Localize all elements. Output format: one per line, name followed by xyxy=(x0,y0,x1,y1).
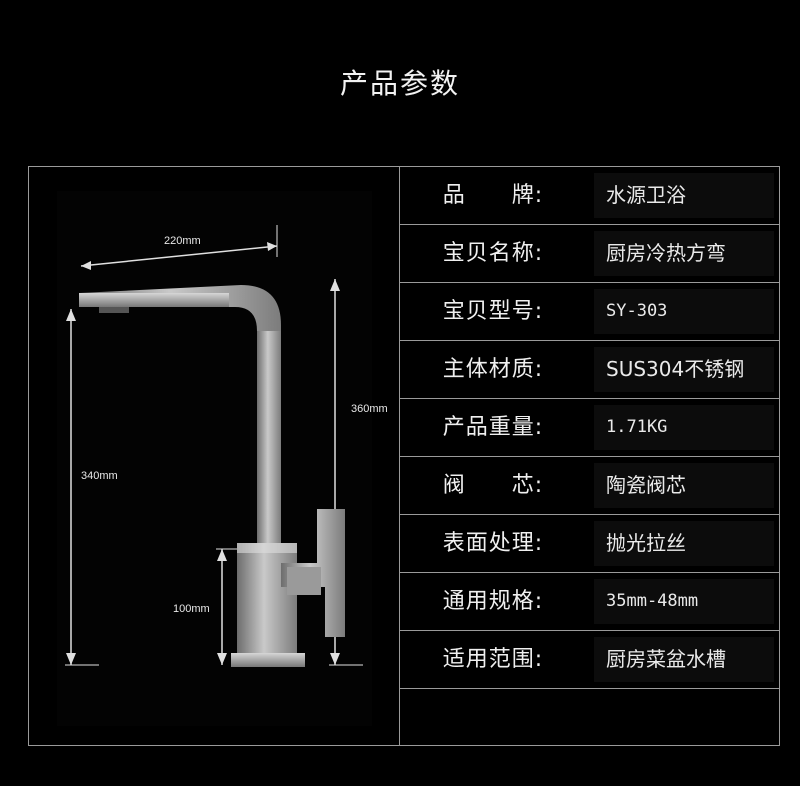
spec-label: 宝贝名称: xyxy=(442,241,544,266)
spec-value: 1.71KG xyxy=(594,405,774,450)
faucet-illustration xyxy=(57,191,372,726)
spec-row-brand: 品 牌: 水源卫浴 xyxy=(399,167,780,225)
page-title: 产品参数 xyxy=(339,67,460,100)
spec-value: SY-303 xyxy=(594,289,774,334)
spec-row-size: 通用规格: 35mm-48mm xyxy=(399,573,780,631)
spout-height-label: 340mm xyxy=(81,470,118,482)
spout-height-arrow xyxy=(65,309,99,666)
spec-label: 宝贝型号: xyxy=(442,299,544,324)
spec-value: 35mm-48mm xyxy=(594,579,774,624)
faucet-body xyxy=(79,285,345,667)
spec-label: 通用规格: xyxy=(442,589,544,614)
photo-background xyxy=(57,191,372,726)
spec-label: 表面处理: xyxy=(442,531,544,556)
spec-label: 阀 芯: xyxy=(442,473,544,498)
spec-value: SUS304不锈钢 xyxy=(594,347,774,392)
width-label: 220mm xyxy=(164,235,201,247)
spec-row-material: 主体材质: SUS304不锈钢 xyxy=(399,341,780,399)
spec-row-cartridge: 阀 芯: 陶瓷阀芯 xyxy=(399,457,780,515)
spec-label: 产品重量: xyxy=(442,415,544,440)
spec-row-model: 宝贝型号: SY-303 xyxy=(399,283,780,341)
spec-panel: 220mm 360mm 340mm 100mm 品 牌: 水源卫浴 宝贝名称: … xyxy=(28,166,780,746)
spec-value: 陶瓷阀芯 xyxy=(594,463,774,508)
base-height-arrow xyxy=(216,548,241,665)
spec-value: 厨房冷热方弯 xyxy=(594,231,774,276)
width-arrow xyxy=(80,225,278,270)
base-height-label: 100mm xyxy=(173,603,210,615)
spec-label: 适用范围: xyxy=(442,647,544,672)
height-label: 360mm xyxy=(351,403,388,415)
spec-row-finish: 表面处理: 抛光拉丝 xyxy=(399,515,780,573)
spec-label: 品 牌: xyxy=(442,183,544,208)
spec-value: 水源卫浴 xyxy=(594,173,774,218)
spec-value: 厨房菜盆水槽 xyxy=(594,637,774,682)
spec-row-usage: 适用范围: 厨房菜盆水槽 xyxy=(399,631,780,689)
spec-label: 主体材质: xyxy=(442,357,544,382)
spec-row-name: 宝贝名称: 厨房冷热方弯 xyxy=(399,225,780,283)
spec-value: 抛光拉丝 xyxy=(594,521,774,566)
spec-row-weight: 产品重量: 1.71KG xyxy=(399,399,780,457)
faucet-diagram: 220mm 360mm 340mm 100mm xyxy=(29,167,399,747)
